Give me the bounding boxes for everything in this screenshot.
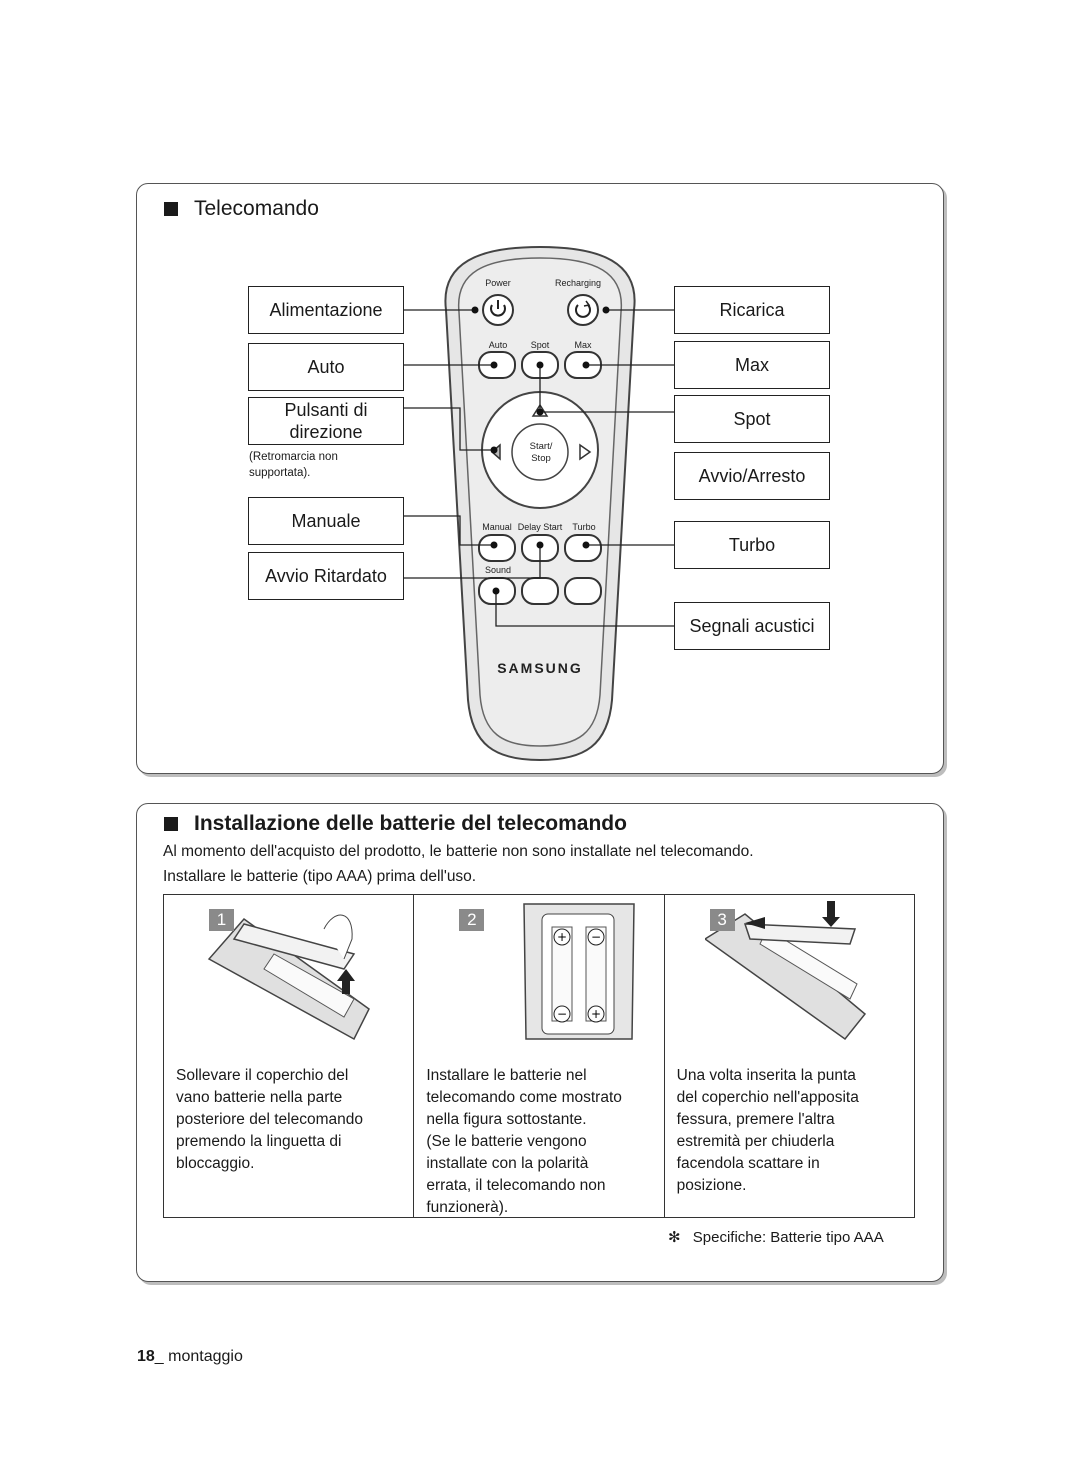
step-2-illustration: + − − + (523, 903, 636, 1040)
step-number: 2 (459, 909, 485, 931)
svg-text:−: − (557, 1007, 567, 1021)
page-footer: 18_ montaggio (137, 1348, 243, 1366)
remote-section-title: Telecomando (164, 197, 319, 221)
remote-text-sound: Sound (485, 565, 511, 575)
step-number: 1 (209, 909, 234, 931)
recharging-button-shape (567, 294, 599, 326)
remote-text-auto: Auto (489, 340, 508, 350)
remote-text-start: Start/ (530, 441, 553, 452)
label-max: Max (674, 341, 830, 389)
step-1-illustration (207, 914, 370, 1041)
label-recharge: Ricarica (674, 286, 830, 334)
step-text: Installare le batterie nel telecomando c… (426, 1067, 622, 1216)
battery-intro: Al momento dell'acquisto del prodotto, l… (163, 843, 754, 885)
label-spot: Spot (674, 395, 830, 443)
svg-text:+: + (557, 930, 567, 944)
remote-text-turbo: Turbo (572, 522, 595, 532)
step-text: Sollevare il coperchio del vano batterie… (176, 1067, 363, 1172)
label-power: Alimentazione (248, 286, 404, 334)
step-number: 3 (709, 909, 735, 931)
battery-spec-note: ✻ Specifiche: Batterie tipo AAA (668, 1229, 884, 1246)
label-start-stop: Avvio/Arresto (674, 452, 830, 500)
remote-text-manual: Manual (482, 522, 512, 532)
battery-step-1: 1 Sollevare il coperchio del vano batter… (164, 895, 415, 1217)
label-turbo: Turbo (674, 521, 830, 569)
remote-text-power: Power (485, 278, 511, 288)
battery-section-title: Installazione delle batterie del telecom… (164, 812, 627, 836)
battery-step-2: + − − + 2 Installare le batterie nel tel… (414, 895, 665, 1217)
power-button-shape (482, 294, 514, 326)
bullet-square-icon (164, 202, 178, 216)
page-number: 18 (137, 1348, 155, 1365)
remote-text-delay: Delay Start (518, 522, 563, 532)
footer-section: _ montaggio (154, 1348, 243, 1365)
label-delay-start: Avvio Ritardato (248, 552, 404, 600)
label-manual: Manuale (248, 497, 404, 545)
label-direction-note: (Retromarcia non supportata). (249, 451, 338, 480)
step-text: Una volta inserita la punta del coperchi… (676, 1067, 859, 1194)
label-sound: Segnali acustici (674, 602, 830, 650)
svg-text:−: − (591, 930, 601, 944)
svg-text:+: + (591, 1007, 601, 1021)
battery-steps-table: 1 Sollevare il coperchio del vano batter… (163, 894, 915, 1218)
step-3-illustration (704, 901, 866, 1041)
label-auto: Auto (248, 343, 404, 391)
asterisk-icon: ✻ (668, 1229, 681, 1246)
remote-text-spot: Spot (531, 340, 550, 350)
remote-text-recharging: Recharging (555, 278, 601, 288)
battery-step-3: 3 Una volta inserita la punta del coperc… (665, 895, 914, 1217)
label-direction-buttons: Pulsanti di direzione (248, 397, 404, 445)
bullet-square-icon (164, 817, 178, 831)
remote-text-stop: Stop (531, 453, 551, 464)
remote-brand-logo: SAMSUNG (497, 660, 583, 676)
battery-panel (136, 803, 944, 1282)
remote-text-max: Max (574, 340, 592, 350)
